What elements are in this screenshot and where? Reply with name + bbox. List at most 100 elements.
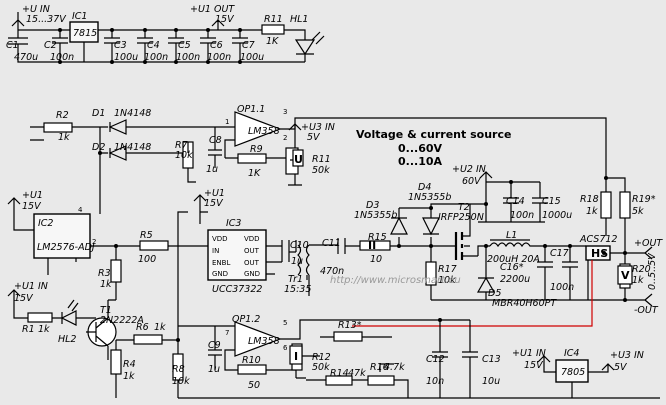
c2-value: 100n [50, 52, 74, 63]
svg-text:2: 2 [92, 238, 96, 246]
feedback-section: R2 1k D1 1N4148 D2 1N4148 R7 10k C8 1u O… [30, 104, 607, 210]
ic2-label: IC2 [38, 218, 53, 229]
r18-body [600, 191, 612, 219]
op12-label: OP1.2 [232, 314, 260, 325]
d4-label: D4 [418, 182, 431, 193]
r13-body [333, 331, 363, 342]
r11-value: 50k [312, 165, 330, 176]
meter-i [289, 345, 303, 365]
meter-u [292, 149, 304, 167]
u1out-label: +U1 OUT [190, 4, 235, 15]
u1in2-value: 15V [14, 293, 34, 304]
u1in-label: +U1 [22, 190, 43, 201]
meter-v [617, 265, 633, 285]
t2-label: T2 [458, 202, 470, 213]
d5-label: D5 [488, 288, 501, 299]
top-supply-section: +U IN 15...37V C1 470u C2 100n IC1 7815 … [6, 4, 325, 64]
r10-label: R10 [242, 355, 261, 366]
r2-label: R2 [56, 110, 69, 121]
ic3-label: IC3 [226, 218, 241, 229]
c16-value: 2200u [500, 274, 530, 285]
op12-value: LM358 [248, 336, 280, 347]
c1-value: 470u [14, 52, 38, 63]
c6-label: C6 [210, 40, 223, 51]
r6-value: 1k [154, 322, 166, 333]
c1-label: C1 [6, 40, 19, 51]
svg-text:OUT: OUT [244, 259, 260, 267]
c8-value: 1u [206, 164, 218, 175]
d2-label: D2 [92, 142, 105, 153]
ic2-value: LM2576-ADJ [37, 242, 95, 253]
out-minus-label: -OUT [634, 305, 659, 316]
meter-u-text: U [294, 153, 303, 166]
svg-text:IN: IN [212, 247, 219, 255]
r18-label: R18 [580, 194, 599, 205]
c10-value: 1u [291, 256, 303, 267]
c11-label: C11 [322, 238, 341, 249]
op11-label: OP1.1 [237, 104, 265, 115]
u2in-label: +U2 IN [452, 164, 486, 175]
r11-label: R11 [312, 154, 331, 165]
r15-label: R15 [368, 232, 387, 243]
r13-label: R13* [338, 320, 362, 331]
title-line3: 0...10A [398, 155, 442, 168]
t1-label: T1 [100, 305, 112, 316]
r1-body [27, 312, 53, 323]
c2-label: C2 [44, 40, 57, 51]
r7-value: 10k [175, 150, 193, 161]
uin-range-label: 15...37V [26, 14, 67, 25]
r4-value: 1k [123, 371, 135, 382]
ic4-section: +U1 IN 15V IC4 7805 +U3 IN 5V [512, 348, 644, 398]
ic4-label: IC4 [564, 348, 579, 359]
c14-label: C14 [506, 196, 525, 207]
svg-text:GND: GND [244, 270, 260, 278]
c9-value: 1u [208, 364, 220, 375]
r2-value: 1k [58, 132, 70, 143]
c7-value: 100u [240, 52, 264, 63]
r6-body [133, 334, 163, 345]
power-stage: D3 1N5355b D4 1N5355b R17 10k T2 IRFP250… [352, 150, 663, 327]
u3in2-label: +U3 IN [610, 350, 644, 361]
r17-label: R17 [438, 264, 457, 275]
t2-value: IRFP250N [438, 212, 484, 223]
r19-label: R19* [632, 194, 656, 205]
c12-value: 10n [426, 376, 444, 387]
indicator-section: +U1 IN 15V R1 1k HL2 T1 2N2222A R6 1k R4… [7, 211, 190, 398]
c17-value: 100n [550, 282, 574, 293]
svg-text:II: II [368, 239, 376, 252]
c15-label: C15 [542, 196, 561, 207]
d1-label: D1 [92, 108, 105, 119]
r17-value: 10k [438, 275, 456, 286]
c9-label: C9 [208, 340, 221, 351]
svg-text:VDD: VDD [244, 235, 260, 243]
r12-label: R12 [312, 352, 331, 363]
r3-body [110, 259, 122, 283]
c5-label: C5 [178, 40, 191, 51]
op11-value: LM358 [248, 126, 280, 137]
r9-label: R9 [250, 144, 263, 155]
u1in2-label: +U1 IN [14, 281, 48, 292]
d5-value: MBR40H60PT [492, 298, 557, 309]
r20-label: R20 [632, 264, 651, 275]
watermark: http://www.microsmart.eu [330, 275, 461, 286]
r3-label: R3 [98, 268, 111, 279]
r11a-body [261, 24, 285, 35]
r3-value: 1k [100, 279, 112, 290]
r1-label: R1 [22, 324, 35, 335]
current-sense-section: OP1.2 LM358 5 6 7 C9 1u R10 50 R12 50k I… [178, 314, 660, 399]
acs712-label: ACS712 [579, 234, 617, 245]
c14-value: 100n [510, 210, 534, 221]
c7-label: C7 [242, 40, 255, 51]
d2-value: 1N4148 [114, 142, 151, 153]
svg-text:V: V [621, 269, 630, 282]
svg-text:VDD: VDD [212, 235, 228, 243]
out-range-label: 0..5..5V [647, 252, 658, 290]
c10-label: C10 [290, 240, 309, 251]
r8-value: 10k [172, 376, 190, 387]
ic3-body [207, 229, 267, 281]
u3in2-value: 5V [614, 362, 628, 373]
r16-body [367, 375, 395, 386]
out-plus-label: +OUT [634, 238, 663, 249]
r5-body [139, 240, 169, 251]
